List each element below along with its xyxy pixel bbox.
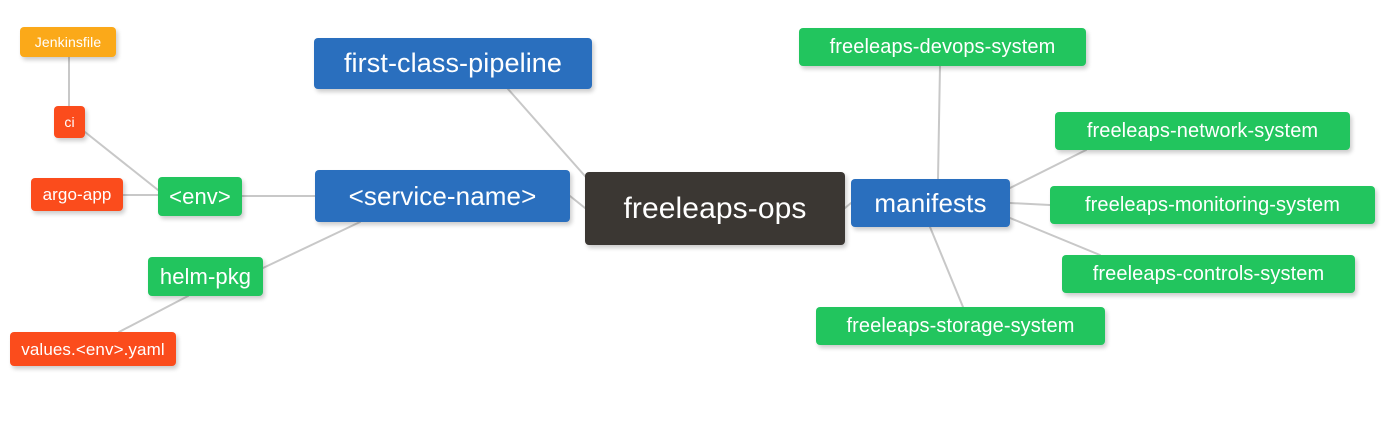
node-label-freeleaps-monitoring-system: freeleaps-monitoring-system: [1084, 194, 1340, 216]
node-first-class-pipeline[interactable]: first-class-pipeline: [314, 38, 592, 89]
node-label-values-yaml: values.<env>.yaml: [21, 339, 165, 359]
node-label-argo-app: argo-app: [42, 185, 112, 204]
node-freeleaps-controls-system[interactable]: freeleaps-controls-system: [1062, 255, 1355, 293]
node-freeleaps-storage-system[interactable]: freeleaps-storage-system: [816, 307, 1105, 345]
node-label-first-class-pipeline: first-class-pipeline: [343, 48, 563, 78]
node-label-freeleaps-storage-system: freeleaps-storage-system: [846, 315, 1075, 337]
node-freeleaps-network-system[interactable]: freeleaps-network-system: [1055, 112, 1350, 150]
node-freeleaps-devops-system[interactable]: freeleaps-devops-system: [799, 28, 1086, 66]
edge-service-name-to-helm-pkg: [262, 221, 361, 269]
edge-manifests-to-freeleaps-network-system: [1009, 149, 1087, 189]
node-label-ci: ci: [64, 114, 75, 130]
node-label-env: <env>: [169, 183, 231, 209]
node-label-service-name: <service-name>: [348, 181, 537, 211]
node-label-manifests: manifests: [874, 188, 987, 218]
node-freeleaps-monitoring-system[interactable]: freeleaps-monitoring-system: [1050, 186, 1375, 224]
edge-manifests-to-freeleaps-storage-system: [929, 226, 964, 308]
node-manifests[interactable]: manifests: [851, 179, 1010, 227]
node-label-freeleaps-ops: freeleaps-ops: [623, 191, 807, 225]
node-jenkinsfile[interactable]: Jenkinsfile: [20, 27, 116, 57]
node-label-helm-pkg: helm-pkg: [159, 263, 252, 289]
edge-helm-pkg-to-values-yaml: [118, 295, 189, 333]
node-argo-app[interactable]: argo-app: [31, 178, 123, 211]
node-label-freeleaps-devops-system: freeleaps-devops-system: [829, 36, 1056, 58]
edge-manifests-to-freeleaps-devops-system: [937, 65, 941, 180]
node-values-yaml[interactable]: values.<env>.yaml: [10, 332, 176, 366]
edge-manifests-to-freeleaps-monitoring-system: [1009, 202, 1051, 206]
node-label-jenkinsfile: Jenkinsfile: [34, 34, 102, 50]
node-freeleaps-ops[interactable]: freeleaps-ops: [585, 172, 845, 245]
node-label-freeleaps-network-system: freeleaps-network-system: [1086, 120, 1319, 142]
node-helm-pkg[interactable]: helm-pkg: [148, 257, 263, 296]
node-ci[interactable]: ci: [54, 106, 85, 138]
edge-freeleaps-ops-to-service-name: [569, 195, 586, 209]
node-env[interactable]: <env>: [158, 177, 242, 216]
node-label-freeleaps-controls-system: freeleaps-controls-system: [1092, 263, 1325, 285]
node-service-name[interactable]: <service-name>: [315, 170, 570, 222]
